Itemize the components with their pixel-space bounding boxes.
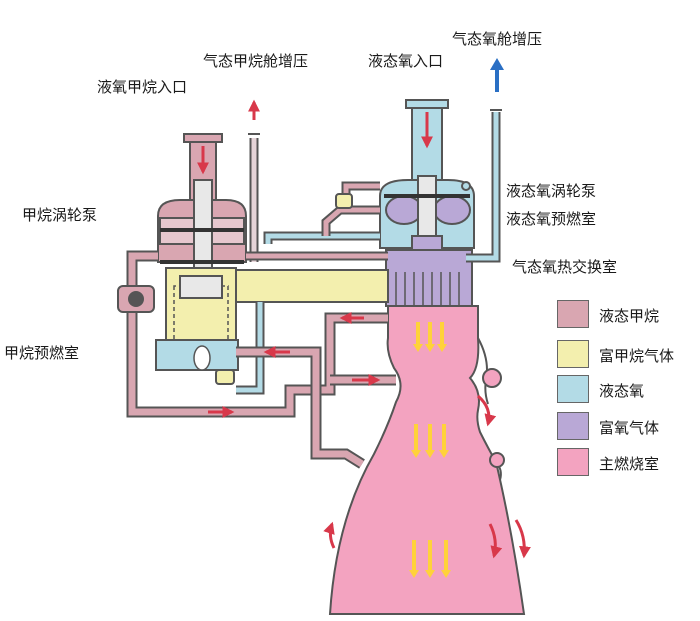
methane-preburner [155,267,239,371]
label-methane-turbopump: 甲烷涡轮泵 [22,206,98,224]
label-gas-methane-pressurization: 气态甲烷舱增压 [203,52,309,70]
label-lox-turbopump: 液态氧涡轮泵 [506,182,597,200]
flow-arrows [197,99,531,559]
legend-swatch [557,300,589,328]
label-gas-lox-pressurization: 气态氧舱增压 [452,30,543,48]
lox-valve [335,193,353,209]
legend-swatch [557,448,589,476]
exhaust-arrows [412,322,448,572]
injector-elements [395,272,460,306]
legend-label: 富氧气体 [599,419,660,437]
main-combustion-chamber [328,305,526,615]
legend-swatch [557,340,589,368]
lox-turbopump [379,99,475,251]
legend-swatch [557,412,589,440]
legend-label: 液态甲烷 [599,307,660,325]
label-gas-oxygen-heat-exchanger: 气态氧热交换室 [512,258,618,276]
nozzle-bump-upper [482,368,502,388]
legend-item-oxygen-rich-gas: 富氧气体 [557,412,697,446]
legend-item-liquid-oxygen: 液态氧 [557,375,697,409]
methane-rich-gas-duct [231,269,389,303]
legend-label: 富甲烷气体 [599,347,675,365]
legend-item-methane-rich-gas: 富甲烷气体 [557,340,697,374]
legend-swatch [557,375,589,403]
legend-item-main-chamber: 主燃烧室 [557,448,697,482]
label-liquid-methane-inlet: 液氧甲烷入口 [97,78,188,96]
nozzle-bump-lower [489,452,505,468]
label-lox-preburner: 液态氧预燃室 [506,210,597,228]
label-methane-preburner: 甲烷预燃室 [4,344,80,362]
preburner-valve [215,369,235,385]
legend-label: 主燃烧室 [599,455,660,473]
label-liquid-oxygen-inlet: 液态氧入口 [368,52,444,70]
methane-turbopump [157,133,247,277]
legend-item-liquid-methane: 液态甲烷 [557,300,697,334]
legend-label: 液态氧 [599,382,645,400]
